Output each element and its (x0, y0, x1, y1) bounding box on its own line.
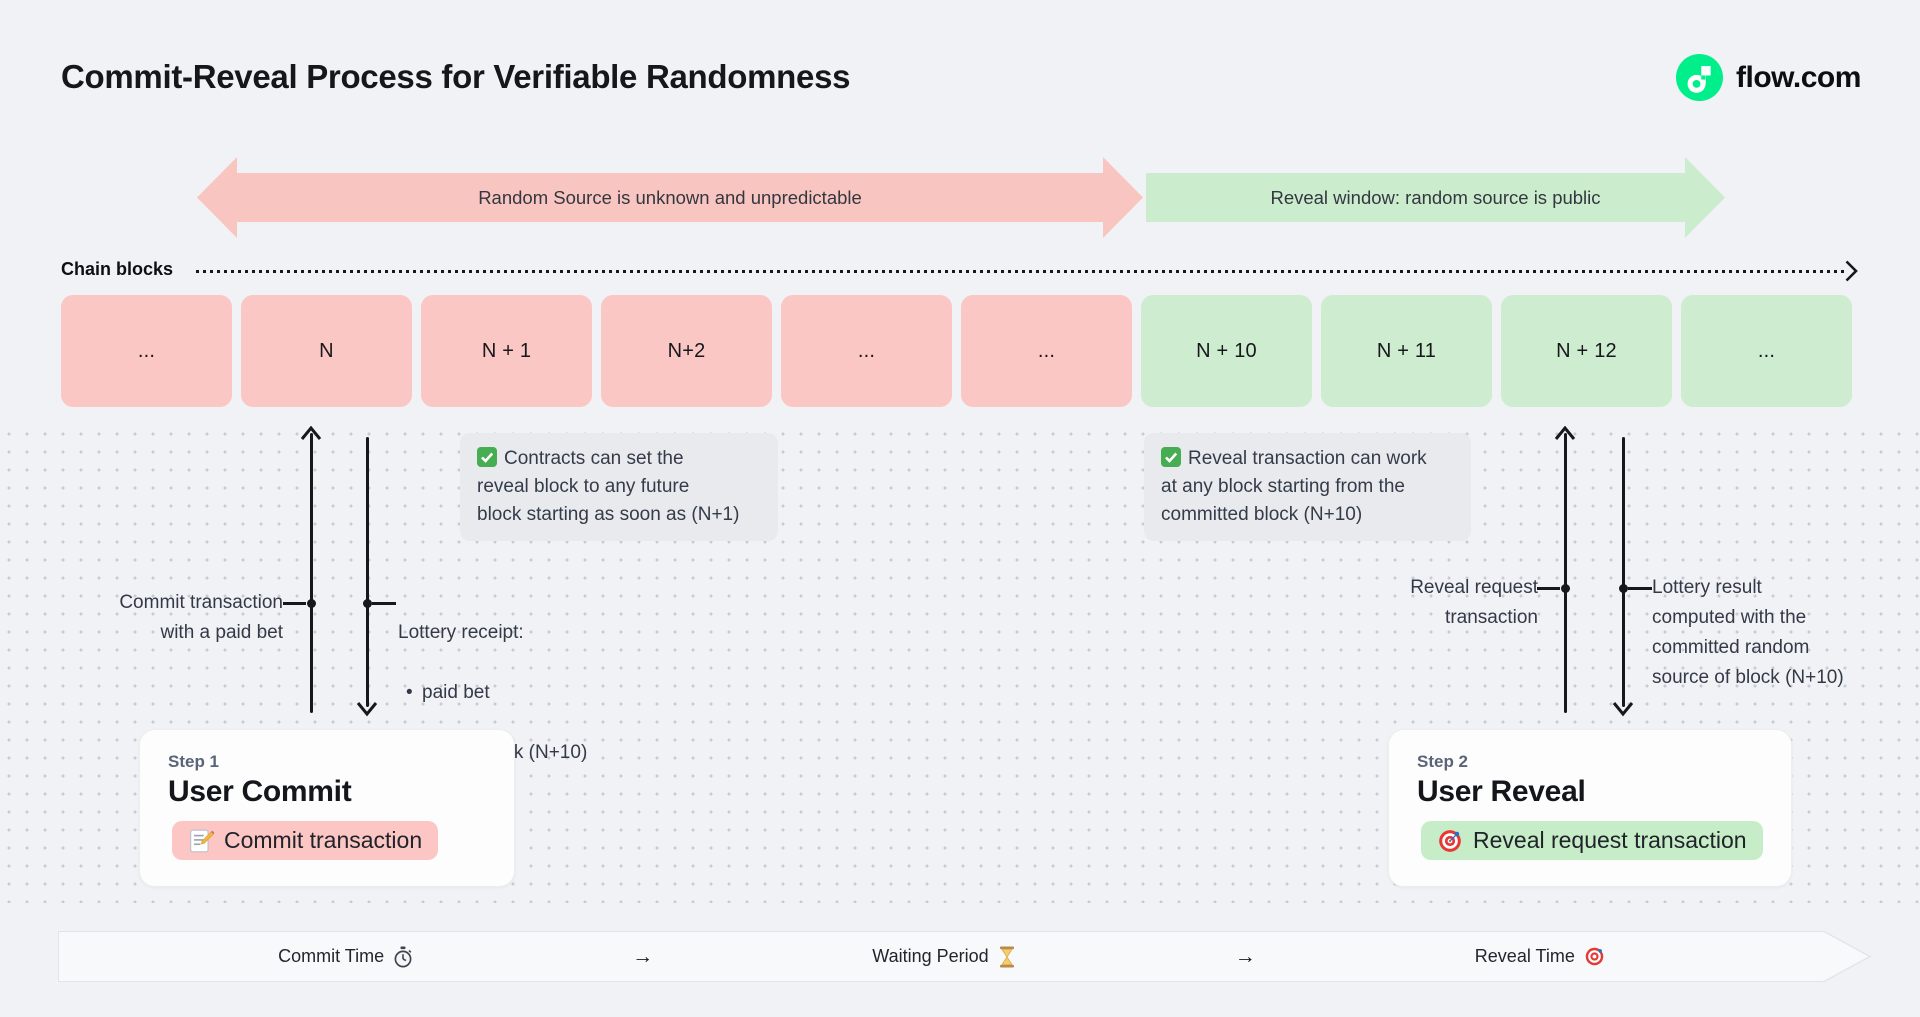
chain-block: N + 10 (1141, 295, 1312, 407)
target-icon (1439, 829, 1461, 852)
commit-transaction-pill-label: Commit transaction (224, 827, 423, 853)
connector-dot (363, 599, 372, 608)
brand-name: flow.com (1736, 60, 1861, 94)
note-commit-window-text: Contracts can set the reveal block to an… (477, 448, 740, 525)
phase-arrow-unknown-label: Random Source is unknown and unpredictab… (478, 186, 862, 208)
chain-block: ... (781, 295, 952, 407)
commit-up-arrow-line (310, 433, 313, 713)
commit-transaction-pill: Commit transaction (172, 821, 439, 860)
step-2-title: User Reveal (1417, 775, 1586, 808)
chain-block-label: N + 1 (481, 339, 532, 362)
chain-axis-dotted-line (196, 270, 1844, 273)
memo-icon (190, 829, 214, 852)
chain-block-label: ... (137, 339, 156, 362)
phase-arrow-unknown: Random Source is unknown and unpredictab… (197, 157, 1143, 238)
page-title: Commit-Reveal Process for Verifiable Ran… (61, 58, 851, 95)
step-1-title: User Commit (168, 775, 352, 808)
arrow-up-icon (1554, 426, 1576, 440)
timeline-bar: Commit Time → Waiting Period → (58, 931, 1824, 982)
chain-blocks-label: Chain blocks (61, 259, 174, 279)
connector-dot (1561, 584, 1570, 593)
step-1-kicker: Step 1 (168, 752, 220, 771)
connector-dash (1628, 587, 1652, 590)
chain-block-label: ... (1037, 339, 1056, 362)
timeline-commit-time-label: Commit Time (278, 946, 385, 966)
timeline-arrowhead-icon (1823, 930, 1872, 983)
phase-arrow-reveal: Reveal window: random source is public (1146, 157, 1725, 238)
check-icon (1161, 447, 1181, 467)
connector-dot (1619, 584, 1628, 593)
arrow-down-icon (356, 702, 378, 717)
chain-block: ... (1681, 295, 1852, 407)
chain-block-label: N + 10 (1196, 339, 1257, 362)
phase-arrow-reveal-label: Reveal window: random source is public (1270, 186, 1601, 208)
step-2-card: Step 2 User Reveal Reveal request transa… (1388, 729, 1792, 887)
arrow-right-icon: → (1234, 944, 1256, 968)
arrow-up-icon (300, 426, 322, 440)
lottery-receipt-heading: Lottery receipt: (398, 622, 524, 643)
timeline-commit-time: Commit Time (278, 946, 413, 968)
chain-block: N + 12 (1501, 295, 1672, 407)
connector-dash (1537, 587, 1560, 590)
timeline-arrow: → (1235, 945, 1256, 969)
flow-logo-icon (1676, 54, 1723, 101)
chain-block-label: ... (1757, 339, 1776, 362)
timeline-reveal-time: Reveal Time (1475, 946, 1605, 967)
brand: flow.com (1676, 54, 1861, 101)
receipt-down-arrow-line (366, 437, 369, 707)
chain-block: ... (961, 295, 1132, 407)
arrow-down-icon (1612, 702, 1634, 717)
connector-dot (307, 599, 316, 608)
chain-block: N + 1 (421, 295, 592, 407)
stopwatch-icon (394, 946, 412, 967)
note-commit-window: Contracts can set the reveal block to an… (460, 433, 778, 541)
step-1-card: Step 1 User Commit Commit transaction (139, 729, 515, 887)
chain-block: ... (61, 295, 232, 407)
arrow-right-icon: → (632, 944, 654, 968)
chain-block-label: N+2 (667, 339, 706, 362)
hourglass-icon (999, 946, 1014, 967)
note-reveal-window-text: Reveal transaction can work at any block… (1161, 448, 1427, 525)
lottery-result-label: Lottery result computed with the committ… (1652, 577, 1844, 688)
check-icon (477, 447, 497, 467)
connector-dash (372, 602, 396, 605)
timeline-waiting-period-label: Waiting Period (872, 946, 989, 966)
reveal-request-pill-label: Reveal request transaction (1473, 827, 1747, 853)
chain-block: N+2 (601, 295, 772, 407)
reveal-up-arrow-line (1564, 433, 1567, 713)
chain-block-label: ... (857, 339, 876, 362)
result-down-arrow-line (1622, 437, 1625, 707)
connector-dash (283, 602, 306, 605)
step-2-kicker: Step 2 (1417, 752, 1469, 771)
chain-block: N (241, 295, 412, 407)
reveal-request-pill: Reveal request transaction (1421, 821, 1763, 860)
chain-block-label: N + 12 (1556, 339, 1617, 362)
timeline-reveal-time-label: Reveal Time (1474, 946, 1575, 966)
chain-axis-arrowhead-icon (1845, 260, 1858, 282)
reveal-request-label: Reveal request transaction (1410, 577, 1538, 628)
commit-transaction-label: Commit transaction with a paid bet (119, 592, 283, 643)
chain-block: N + 11 (1321, 295, 1492, 407)
chain-blocks-row: ... N N + 1 N+2 ... ... N + 10 N + 11 N … (61, 295, 1852, 407)
chain-block-label: N + 11 (1376, 339, 1437, 362)
lottery-receipt-item: paid bet (398, 678, 587, 708)
chain-block-label: N (319, 339, 334, 362)
timeline-arrow: → (632, 945, 653, 969)
target-icon (1585, 947, 1604, 966)
timeline-waiting-period: Waiting Period (872, 946, 1015, 968)
note-reveal-window: Reveal transaction can work at any block… (1144, 433, 1471, 541)
